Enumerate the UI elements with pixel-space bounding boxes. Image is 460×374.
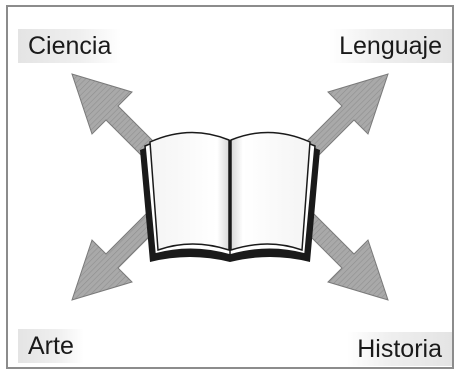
label-ciencia: Ciencia <box>18 29 122 63</box>
label-lenguaje: Lenguaje <box>329 29 452 63</box>
label-historia: Historia <box>347 332 452 366</box>
arrow-to-historia <box>299 211 389 301</box>
open-book-icon <box>140 131 320 262</box>
label-arte: Arte <box>18 329 84 363</box>
arrow-to-arte <box>71 211 161 301</box>
